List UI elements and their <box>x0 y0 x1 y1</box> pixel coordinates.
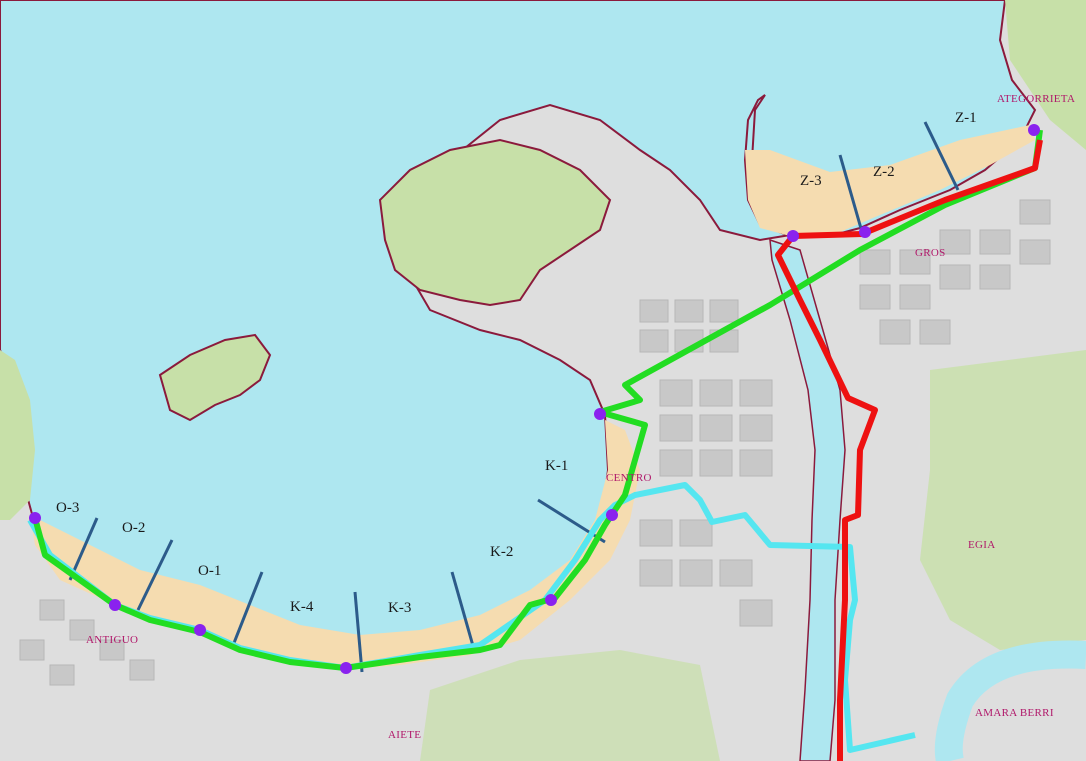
district-label-amara-berri: AMARA BERRI <box>975 707 1054 719</box>
segment-label-k2: K-2 <box>490 544 513 560</box>
survey-point <box>29 512 41 524</box>
survey-point <box>194 624 206 636</box>
district-label-egia: EGIA <box>968 539 995 551</box>
segment-label-z2: Z-2 <box>873 164 895 180</box>
district-label-gros: GROS <box>915 247 946 259</box>
segment-label-o1: O-1 <box>198 563 221 579</box>
segment-label-k3: K-3 <box>388 600 411 616</box>
concha-ondarreta-beach <box>30 420 640 670</box>
beach-segment-dividers <box>68 121 960 673</box>
city-blocks <box>19 199 1051 686</box>
monte-urgull-park <box>378 138 612 307</box>
red-route-line[interactable] <box>775 139 1043 761</box>
survey-point <box>340 662 352 674</box>
district-label-aiete: AIETE <box>388 729 421 741</box>
survey-point <box>109 599 121 611</box>
segment-label-z3: Z-3 <box>800 173 822 189</box>
segment-label-z1: Z-1 <box>955 110 977 126</box>
south-east-vegetation <box>920 350 1086 650</box>
santa-clara-island <box>158 333 272 422</box>
segment-label-k1: K-1 <box>545 458 568 474</box>
survey-points <box>29 124 1040 674</box>
segment-label-o2: O-2 <box>122 520 145 536</box>
east-hill-vegetation <box>1005 0 1086 150</box>
zurriola-beach <box>745 125 1035 236</box>
survey-point <box>859 226 871 238</box>
segment-label-k4: K-4 <box>290 599 314 615</box>
survey-point <box>1028 124 1040 136</box>
survey-point <box>606 509 618 521</box>
segment-label-o3: O-3 <box>56 500 79 516</box>
district-label-ategorrieta: ATEGORRIETA <box>997 93 1075 105</box>
district-label-antiguo: ANTIGUO <box>86 634 138 646</box>
west-hill-vegetation <box>0 350 35 520</box>
survey-point <box>787 230 799 242</box>
district-label-centro: CENTRO <box>606 472 652 484</box>
river-bend <box>934 640 1086 761</box>
south-vegetation <box>420 650 720 761</box>
survey-point <box>545 594 557 606</box>
survey-point <box>594 408 606 420</box>
